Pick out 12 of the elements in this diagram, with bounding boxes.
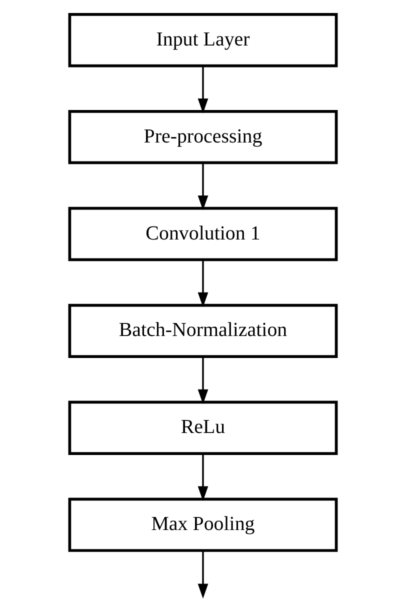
arrow: [198, 66, 208, 114]
node-box: Input Layer: [68, 13, 338, 68]
arrow: [198, 454, 208, 502]
arrow: [198, 163, 208, 210]
arrow: [198, 357, 208, 404]
node-box: ReLu: [68, 400, 338, 455]
node-box: Batch-Normalization: [68, 304, 338, 358]
node-box: Convolution 1: [68, 206, 338, 262]
node-box: Max Pooling: [68, 498, 338, 552]
arrow: [198, 550, 208, 599]
arrow: [198, 260, 208, 308]
node-box: Pre-processing: [68, 110, 338, 164]
